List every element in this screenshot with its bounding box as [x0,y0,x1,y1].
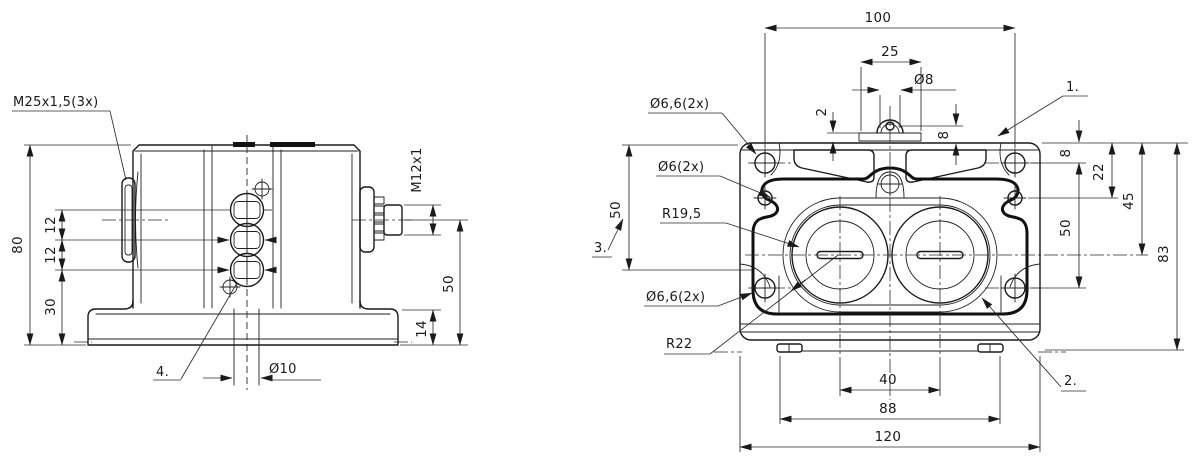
dim-corner-hole-offset: 8 [1058,149,1074,158]
dim-tab-width: 25 [881,44,899,60]
gasket-section-mark [233,142,255,147]
side-view-centerlines [55,135,277,390]
dim-base-height: 14 [414,320,430,338]
side-view: 80 12 12 30 50 14 M12x1 Ø10 4. [10,95,468,390]
label-gland-thread: M25x1,5(3x) [13,95,99,110]
front-view-body [714,119,1066,353]
gasket-section-mark [270,142,315,147]
dim-feet-spacing: 88 [879,401,897,417]
dim-connector-axis-height: 50 [441,275,457,293]
gasket-outline [751,166,1029,316]
side-view-m12-connector [352,186,412,253]
label-connector-thread: M12x1 [410,147,425,192]
side-view-dimensions: 80 12 12 30 50 14 M12x1 Ø10 4. [10,95,468,382]
label-oval-radius: R22 [666,337,692,352]
dim-tab-thickness: 2 [814,108,830,117]
dim-corner-hole-vspacing: 50 [1058,219,1074,237]
front-view-leader-labels: Ø6,6(2x) Ø6(2x) R19,5 Ø6,6(2x) R22 3. 1.… [592,80,1088,392]
label-corner-holes-bottom: Ø6,6(2x) [646,290,705,305]
front-view-feet [714,343,1066,353]
dim-left-height: 50 [608,201,624,219]
label-button-radius: R19,5 [662,207,701,222]
dim-gland-pitch-lower: 12 [43,246,59,264]
label-note-1: 1. [1066,80,1079,95]
dim-total-height-front: 83 [1156,245,1172,263]
front-view: 100 25 Ø8 2 8 8 50 [592,10,1188,452]
dim-gland-pitch-upper: 12 [43,216,59,234]
dim-button-axis-offset: 45 [1121,192,1137,210]
dim-gland-bottom-offset: 30 [43,298,59,316]
label-tab-hole-dia: Ø8 [914,72,934,88]
dim-button-spacing: 40 [879,372,897,388]
label-note-4: 4. [156,365,169,380]
label-corner-holes-top: Ø6,6(2x) [650,97,709,112]
label-note-3: 3. [594,241,607,256]
dim-hole-spacing-width: 100 [865,10,892,26]
side-view-cable-glands [219,178,273,298]
side-view-button-cap [102,177,168,263]
side-view-base [74,300,412,346]
dim-total-height: 80 [10,236,26,254]
dim-tab-hole-height: 8 [936,131,952,140]
front-view-dimensions: 100 25 Ø8 2 8 8 50 [608,10,1188,452]
label-note-2: 2. [1064,374,1077,389]
dim-side-hole-offset: 22 [1091,163,1107,181]
side-view-body [132,142,361,309]
label-side-holes: Ø6(2x) [658,160,704,175]
dim-total-width: 120 [875,429,902,445]
label-base-hole-dia: Ø10 [269,362,297,377]
